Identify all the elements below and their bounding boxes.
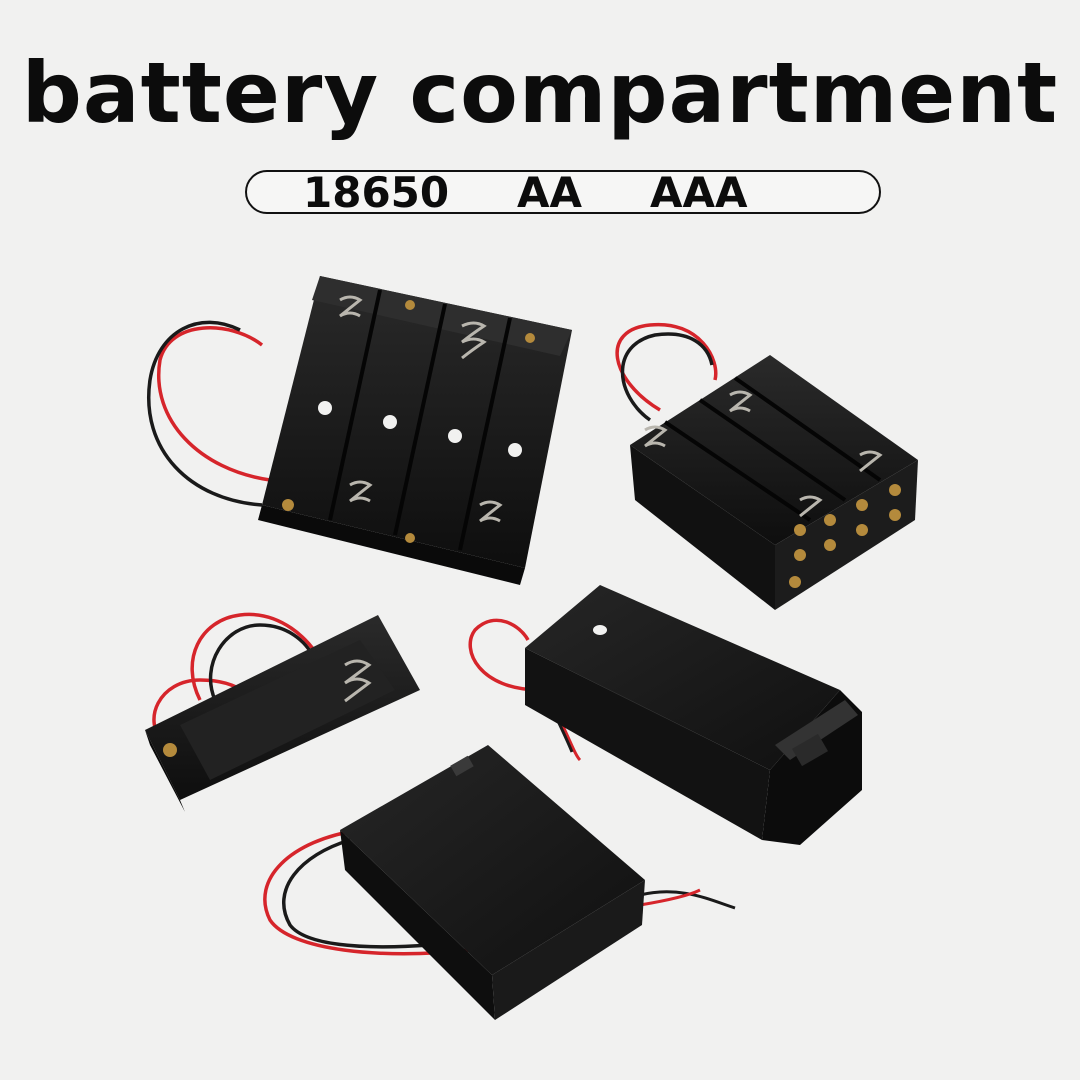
battery-type-pill: 18650 AA AAA — [245, 170, 881, 214]
type-aaa: AAA — [650, 168, 748, 217]
holder-8-slot-open — [615, 322, 918, 610]
page-title: battery compartment — [21, 44, 1059, 142]
holder-2-slot-enclosed — [468, 585, 862, 845]
type-18650: 18650 — [303, 168, 450, 217]
holder-3-slot-enclosed — [263, 745, 736, 1020]
holder-1-slot-open — [145, 612, 420, 812]
type-aa: AA — [517, 168, 583, 217]
holder-4-slot-open — [147, 276, 572, 585]
